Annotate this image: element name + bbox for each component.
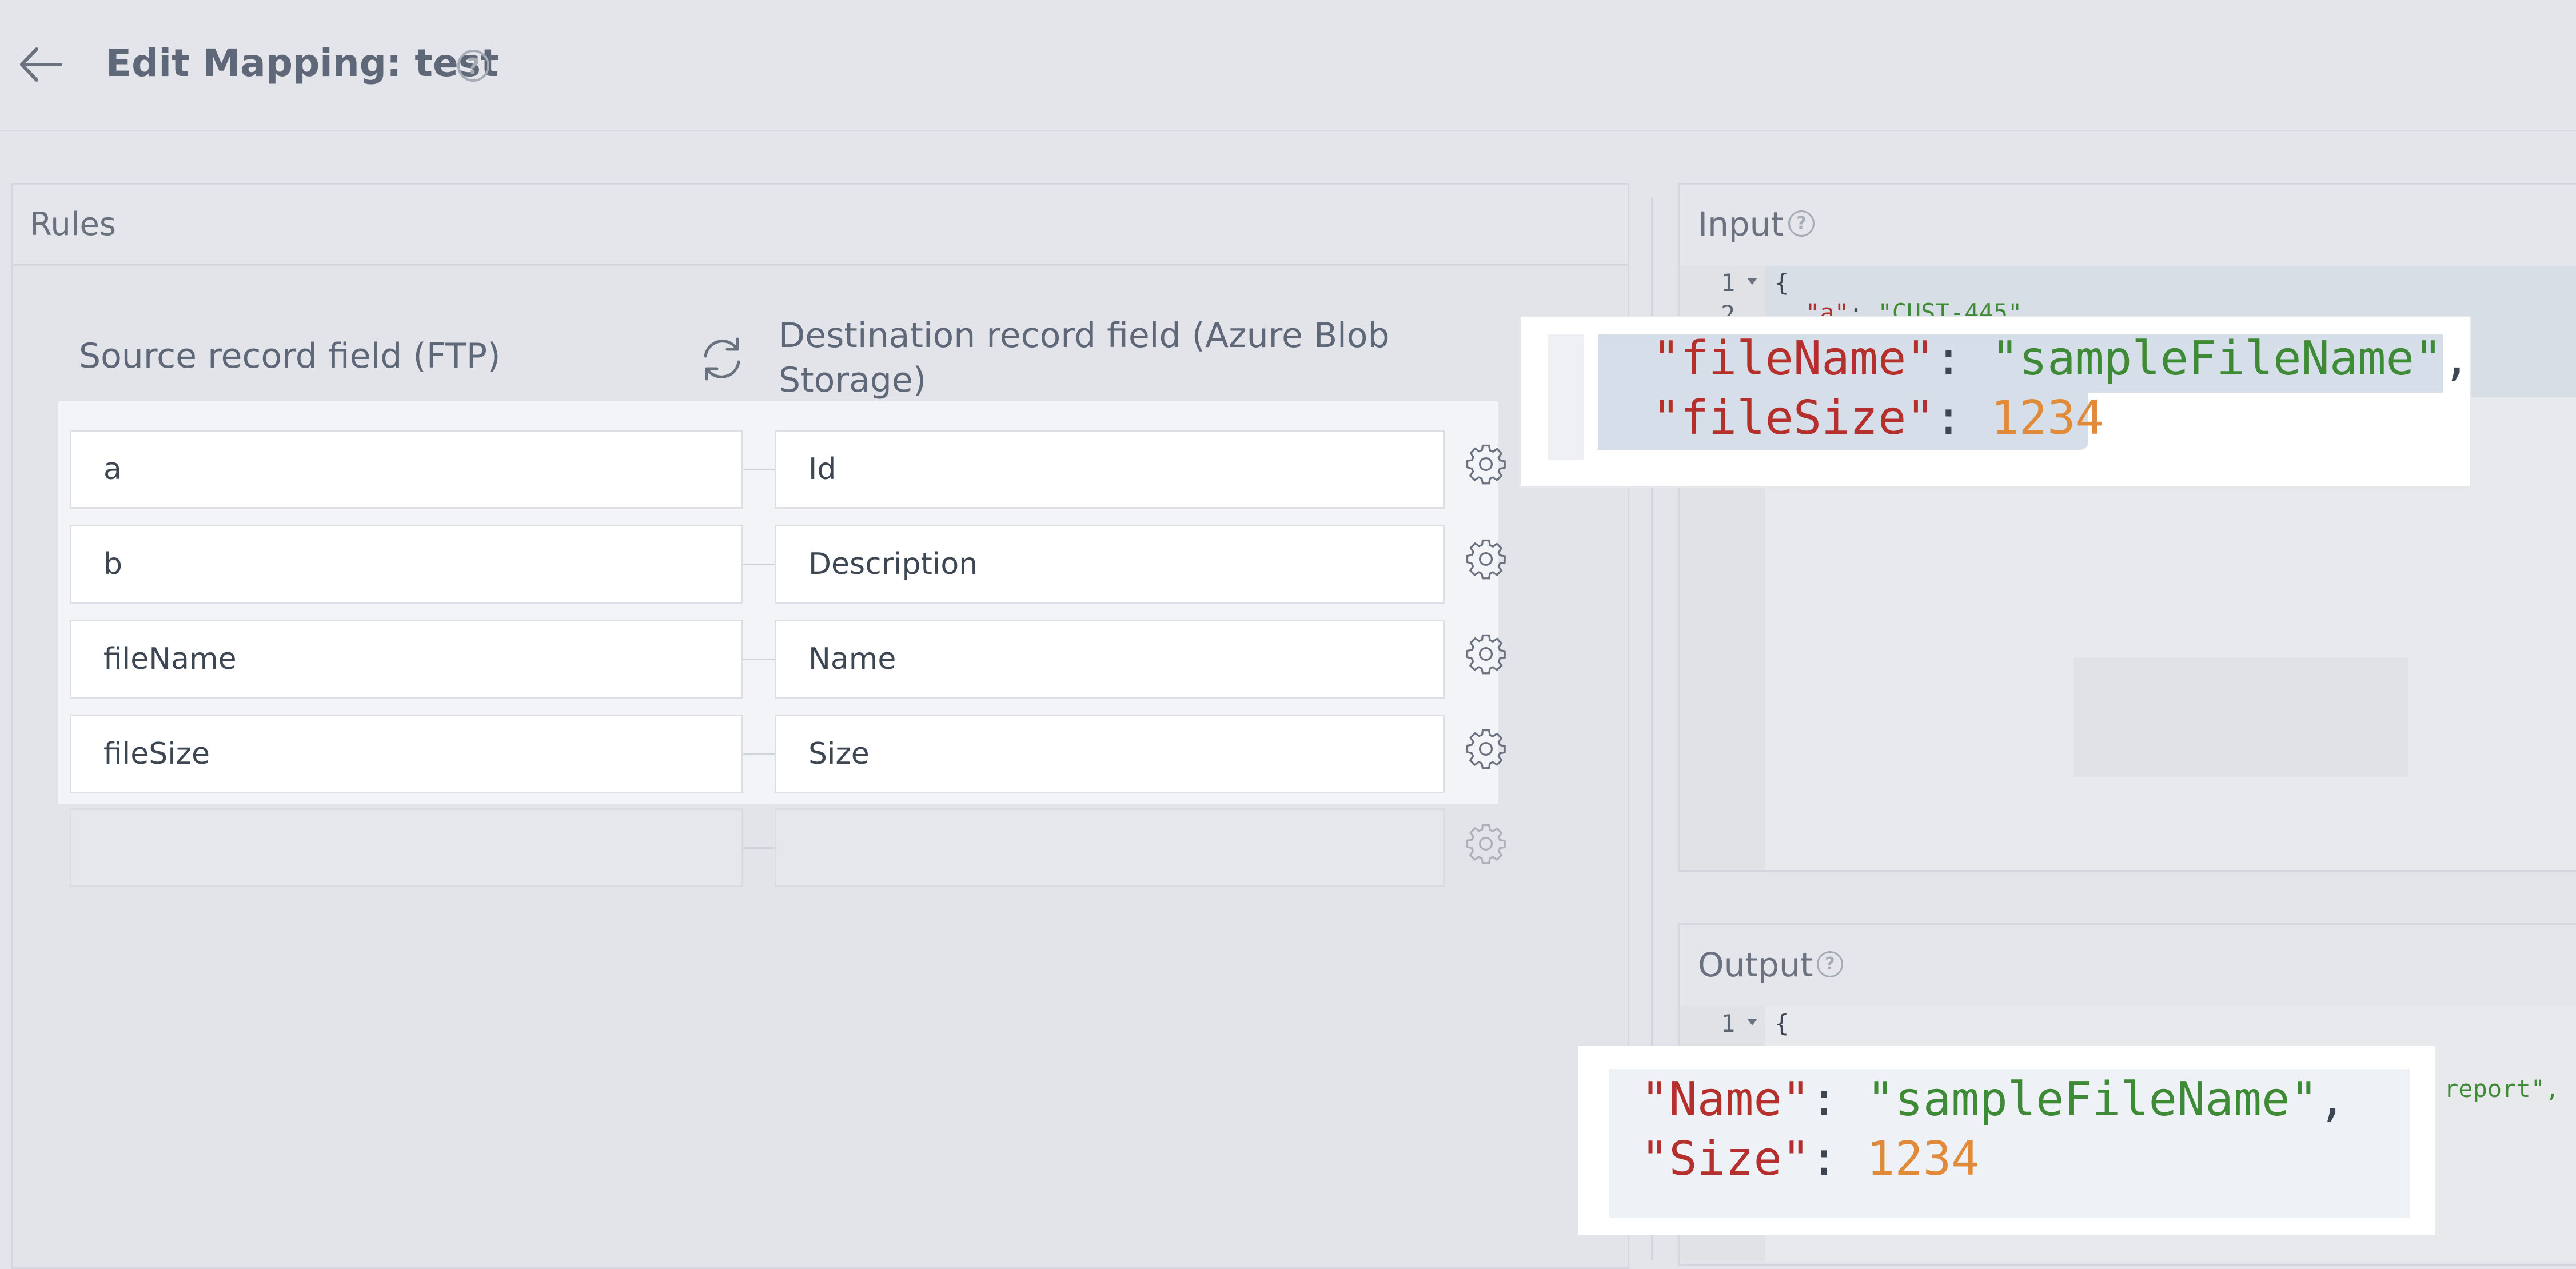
json-key: "fileSize" bbox=[1652, 391, 1935, 445]
json-key: "a" bbox=[1805, 298, 1849, 317]
page-header bbox=[0, 0, 2576, 131]
input-title: Input bbox=[1698, 205, 1784, 244]
source-field-input[interactable]: fileName bbox=[70, 620, 743, 699]
zoom-code-line: "fileSize": 1234 bbox=[1652, 391, 2104, 445]
source-field-input[interactable]: fileSize bbox=[70, 715, 743, 793]
editor-overlay bbox=[2074, 657, 2408, 777]
code-line: "a": "CUST-445" bbox=[1805, 298, 2022, 317]
json-number: 1234 bbox=[1991, 391, 2104, 445]
line-number: 2 bbox=[1721, 300, 1736, 317]
destination-column-header: Destination record field (Azure Blob Sto… bbox=[779, 316, 1390, 400]
swap-icon[interactable] bbox=[697, 334, 747, 384]
rules-title: Rules bbox=[30, 206, 117, 243]
code-line-partial: report", bbox=[2444, 1075, 2560, 1103]
json-key: "Name" bbox=[1641, 1072, 1811, 1127]
gear-icon[interactable] bbox=[1464, 537, 1508, 581]
zoom-code-line: "Name": "sampleFileName", bbox=[1641, 1072, 2347, 1127]
line-number: 1 bbox=[1721, 269, 1736, 297]
destination-field-input[interactable]: Description bbox=[775, 525, 1445, 604]
output-title: Output bbox=[1698, 945, 1813, 984]
zoom-selection bbox=[1598, 393, 2088, 450]
panel-divider[interactable] bbox=[1651, 197, 1653, 1260]
json-key: "Size" bbox=[1641, 1132, 1811, 1186]
zoom-gutter bbox=[1548, 334, 1584, 460]
zoom-selection bbox=[1598, 334, 2443, 393]
json-string: "CUST-445" bbox=[1877, 298, 2023, 317]
source-field-input-empty[interactable] bbox=[70, 808, 743, 887]
back-arrow-icon[interactable] bbox=[18, 45, 64, 85]
row-connector bbox=[743, 847, 775, 849]
json-number: 1234 bbox=[1866, 1132, 1980, 1186]
destination-field-input[interactable]: Id bbox=[775, 430, 1445, 509]
line-number: 1 bbox=[1721, 1009, 1736, 1037]
json-string: "sampleFileName" bbox=[1991, 332, 2443, 386]
rules-panel-header bbox=[11, 183, 1629, 266]
fold-arrow-icon[interactable] bbox=[1746, 1017, 1758, 1029]
source-field-input[interactable]: a bbox=[70, 430, 743, 509]
help-icon[interactable]: ? bbox=[1817, 951, 1843, 977]
code-line: { bbox=[1775, 1009, 1789, 1037]
row-connector bbox=[743, 659, 775, 660]
source-field-input[interactable]: b bbox=[70, 525, 743, 604]
page-title: Edit Mapping: test bbox=[106, 41, 499, 85]
zoom-code-line: "Size": 1234 bbox=[1641, 1132, 1980, 1186]
json-string: "sampleFileName" bbox=[1866, 1072, 2318, 1127]
help-icon[interactable]: ? bbox=[457, 50, 489, 82]
code-line: { bbox=[1775, 269, 1789, 297]
gear-icon[interactable] bbox=[1464, 821, 1508, 866]
zoom-code-line: "fileName": "sampleFileName", bbox=[1652, 332, 2471, 386]
gear-icon[interactable] bbox=[1464, 442, 1508, 486]
help-icon[interactable]: ? bbox=[1788, 210, 1815, 237]
row-connector bbox=[743, 469, 775, 470]
source-column-header: Source record field (FTP) bbox=[79, 336, 501, 376]
fold-arrow-icon[interactable] bbox=[1746, 277, 1758, 288]
gear-icon[interactable] bbox=[1464, 632, 1508, 676]
zoom-code-background bbox=[1609, 1069, 2410, 1218]
destination-field-input[interactable]: Name bbox=[775, 620, 1445, 699]
destination-field-input[interactable]: Size bbox=[775, 715, 1445, 793]
row-connector bbox=[743, 753, 775, 755]
row-connector bbox=[743, 564, 775, 565]
gear-icon[interactable] bbox=[1464, 727, 1508, 771]
json-key: "fileName" bbox=[1652, 332, 1935, 386]
destination-field-input-empty[interactable] bbox=[775, 808, 1445, 887]
